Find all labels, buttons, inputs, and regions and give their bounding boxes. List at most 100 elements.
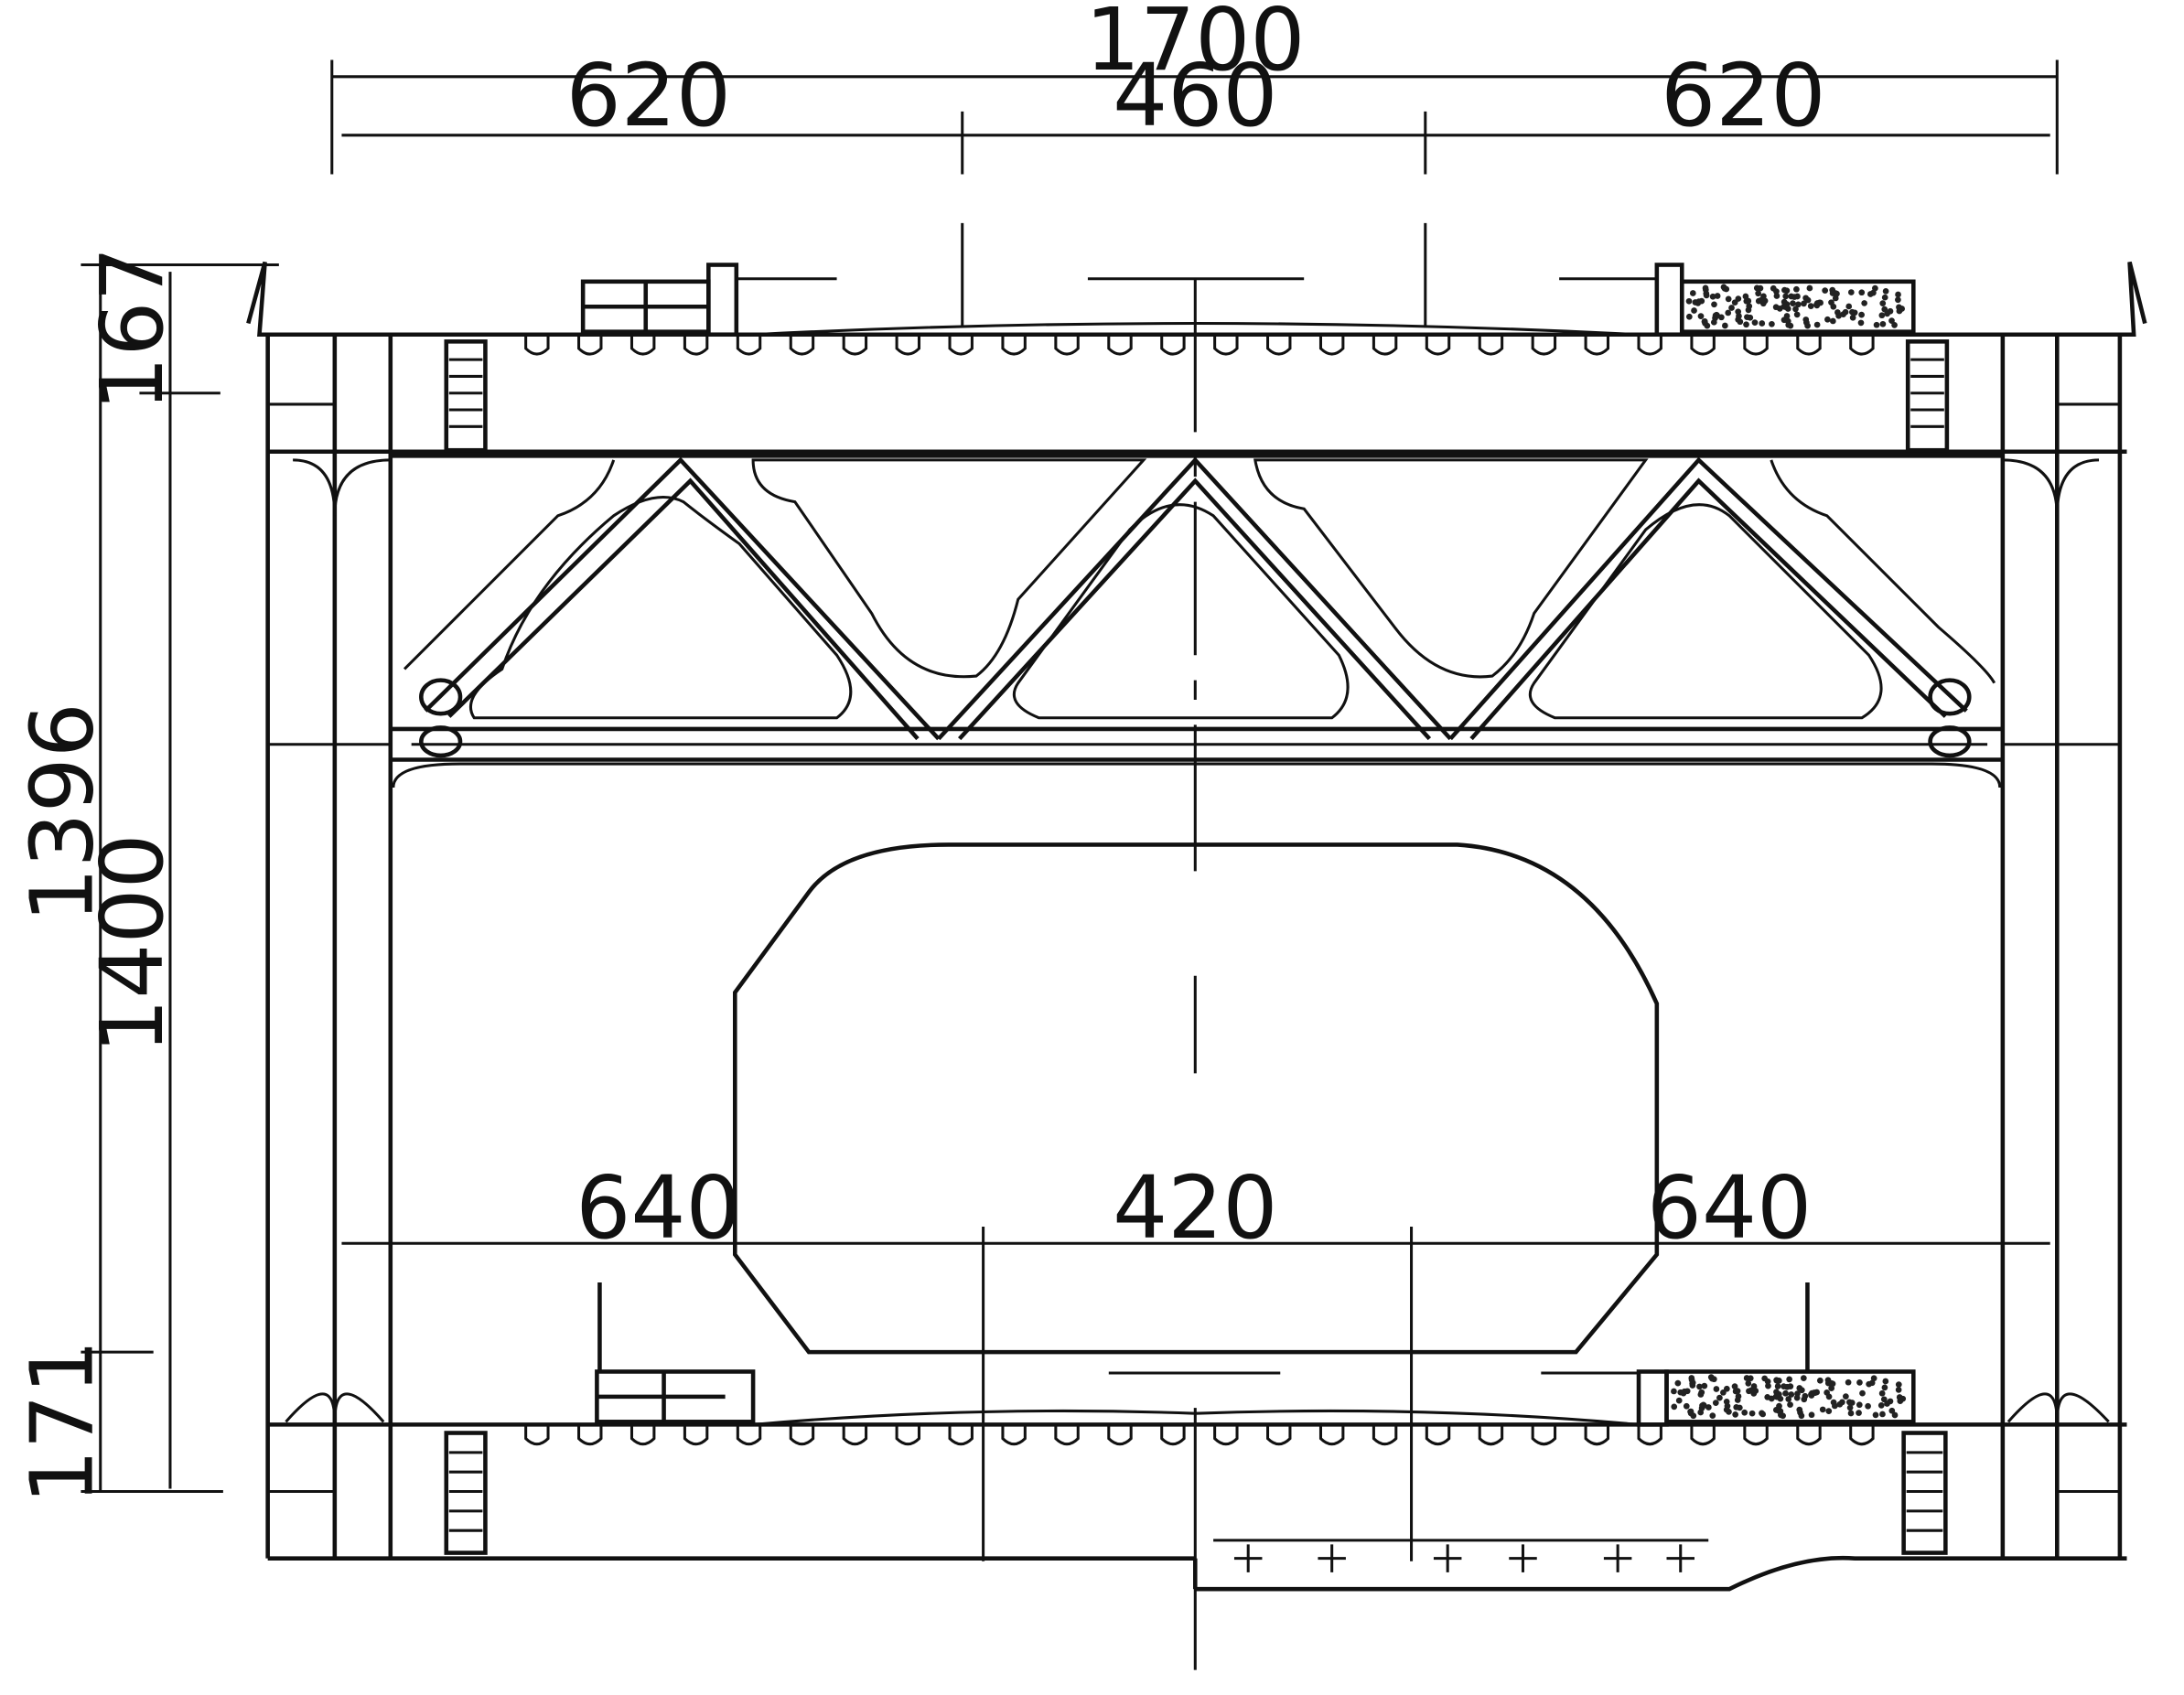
top-deck-ribs (524, 334, 1875, 356)
deck-rib (1001, 334, 1027, 356)
ballast-dot (1895, 291, 1901, 298)
ballast-dot (1781, 298, 1788, 306)
deck-rib (895, 334, 921, 356)
ballast-dot (1707, 1374, 1715, 1380)
ballast-dot (1795, 301, 1802, 308)
ballast-dot (1861, 300, 1867, 306)
deck-rib (1001, 1424, 1027, 1446)
ballast-dot (1881, 306, 1888, 313)
deck-rib (948, 334, 974, 356)
deck-rib (895, 1424, 921, 1446)
deck-rib (1425, 334, 1451, 356)
ballast-dot (1723, 1399, 1730, 1405)
ballast-dot (1685, 313, 1693, 320)
hatched-bearing-blocks (444, 339, 1950, 1555)
ballast-right-bottom (1541, 1282, 1916, 1427)
ballast-dot (1828, 299, 1834, 306)
ballast-dot (1834, 290, 1840, 297)
ballast-dot (1772, 304, 1780, 311)
ballast-dot (1745, 306, 1752, 314)
ballast-dot (1689, 290, 1696, 296)
ballast-dot (1882, 287, 1889, 295)
ballast-dot (1798, 1412, 1805, 1420)
ballast-dot (1764, 1394, 1771, 1400)
outer-frame (265, 334, 2123, 1559)
dim-left-inner: 1400 (82, 833, 183, 1053)
ballast-dot (1806, 284, 1813, 292)
ballast-dot (1895, 1381, 1902, 1388)
ballast-dot (1712, 1400, 1719, 1406)
deck-rib (1266, 334, 1292, 356)
ballast-texture (1671, 284, 1907, 1420)
deck-rib (1478, 334, 1504, 356)
ballast-dot (1692, 299, 1699, 306)
ballast-dot (1747, 1375, 1754, 1382)
ballast-dot (1888, 317, 1895, 324)
ballast-dot (1703, 292, 1710, 299)
ballast-dot (1796, 1385, 1803, 1391)
deck-rib (1160, 1424, 1186, 1446)
ballast-dot (1816, 299, 1824, 306)
ballast-dot (1745, 297, 1752, 305)
dim-left-bottom-segment: 171 (13, 1339, 113, 1504)
ballast-dot (1723, 1385, 1730, 1392)
ballast-dot (1697, 313, 1705, 319)
ballast-dot (1701, 318, 1708, 325)
ballast-dot (1691, 307, 1697, 314)
ballast-dot (1782, 1389, 1789, 1397)
ballast-dot (1758, 296, 1765, 304)
deck-rib (948, 1424, 974, 1446)
ballast-dot (1793, 285, 1800, 293)
ballast-dot (1734, 1388, 1741, 1395)
ballast-dot (1873, 321, 1880, 328)
ballast-dot (1709, 293, 1716, 300)
ballast-dot (1843, 1393, 1849, 1400)
ballast-dot (1774, 1383, 1781, 1389)
ballast-dot (1773, 1377, 1781, 1384)
deck-rib (524, 1424, 550, 1446)
ballast-dot (1685, 297, 1693, 305)
ballast-dot (1671, 1388, 1677, 1395)
ballast-dot (1822, 287, 1829, 294)
deck-rib (1584, 334, 1610, 356)
ballast-dot (1849, 308, 1856, 316)
deck-rib (1743, 334, 1769, 356)
ballast-dot (1801, 1396, 1808, 1403)
deck-rib (1584, 1424, 1610, 1446)
deck-rib (1107, 334, 1133, 356)
deck-rib (1266, 1424, 1292, 1446)
ballast-dot (1709, 1412, 1716, 1419)
deck-rib (736, 334, 762, 356)
ballast-dot (1793, 311, 1801, 318)
ballast-dot (1748, 1410, 1756, 1417)
deck-rib (524, 334, 550, 356)
ballast-dot (1887, 1398, 1894, 1405)
ballast-dot (1842, 308, 1849, 316)
ballast-dot (1770, 284, 1777, 292)
ballast-dot (1877, 1401, 1885, 1409)
ballast-dot (1858, 311, 1865, 318)
ballast-dot (1879, 300, 1887, 306)
bottom-plus-marks (1233, 1544, 1694, 1572)
deck-rib (1054, 334, 1080, 356)
ballast-dot (1784, 306, 1791, 312)
deck-rib (736, 1424, 762, 1446)
ballast-dot (1773, 1389, 1780, 1396)
ballast-dot (1705, 1404, 1712, 1411)
ballast-dot (1870, 1375, 1877, 1382)
ballast-dot (1710, 318, 1717, 326)
ballast-dot (1720, 284, 1727, 291)
truss-diagonals (403, 456, 1996, 758)
deck-rib (1690, 1424, 1716, 1446)
railing-left-top (580, 263, 837, 338)
deck-rib (1849, 1424, 1875, 1446)
ballast-dot (1856, 1401, 1863, 1409)
ballast-dot (1845, 1379, 1852, 1386)
deck-rib (842, 1424, 868, 1446)
ballast-dot (1813, 1389, 1821, 1396)
ballast-dot (1791, 294, 1798, 300)
ballast-dot (1881, 1384, 1888, 1391)
ballast-dot (1713, 311, 1720, 318)
bottom-dimension-lines (341, 1226, 2050, 1561)
ballast-dot (1700, 1401, 1707, 1409)
